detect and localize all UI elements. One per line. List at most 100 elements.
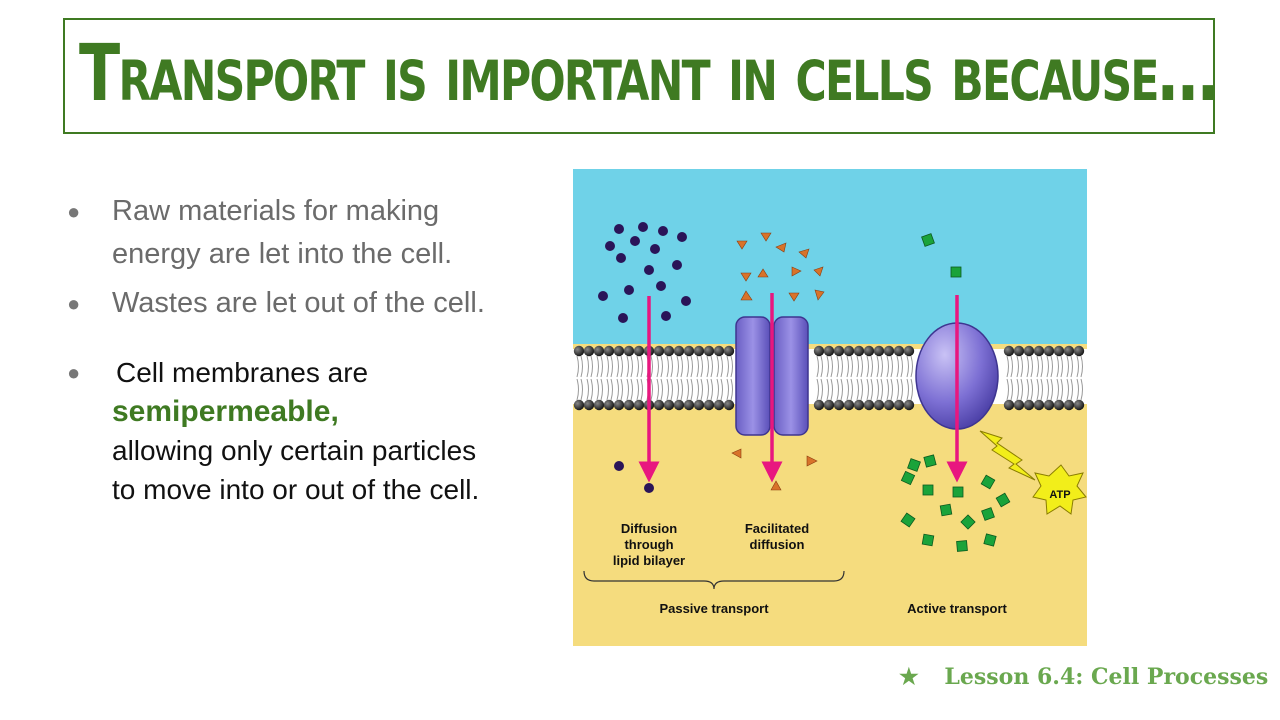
lipid-tail <box>1010 378 1013 401</box>
lipid-tail <box>686 378 689 401</box>
lipid-head <box>723 399 735 411</box>
lipid-tail <box>676 378 679 401</box>
lipid-head <box>833 345 845 357</box>
lipid-tail <box>590 355 593 378</box>
channel-protein <box>735 316 809 436</box>
lipid-tail <box>640 378 643 401</box>
lipid-tail <box>866 378 869 401</box>
lipid-tail <box>880 378 883 401</box>
lipid-tail <box>716 355 719 378</box>
lipid-head <box>693 345 705 357</box>
lipid-tail <box>656 378 659 401</box>
lipid-head <box>603 399 615 411</box>
lipid-tail <box>886 378 889 401</box>
lipid-tail <box>700 378 703 401</box>
lipid-head <box>893 399 905 411</box>
lipid-tail <box>610 355 613 378</box>
lipid-tail <box>826 355 829 378</box>
lipid-tail <box>1006 378 1009 401</box>
lipid-tail <box>1050 378 1053 401</box>
lipid-head <box>1063 399 1075 411</box>
lipid-tail <box>590 378 593 401</box>
lipid-tail <box>730 378 733 401</box>
lipid-tail <box>726 378 729 401</box>
lipid-head <box>1013 345 1025 357</box>
lipid-tail <box>820 355 823 378</box>
footer-lesson: ★ Lesson 6.4: Cell Processes <box>899 664 1268 690</box>
lipid-tail <box>606 355 609 378</box>
lipid-tail <box>696 378 699 401</box>
bullet-dot-icon: ● <box>67 360 81 385</box>
lipid-tail <box>596 355 599 378</box>
facilitated-label-line: Facilitated <box>745 521 809 536</box>
lipid-head <box>593 345 605 357</box>
lipid-tail <box>730 355 733 378</box>
lipid-tail <box>696 355 699 378</box>
lipid-head <box>1023 345 1035 357</box>
green-molecules <box>900 233 1011 552</box>
lipid-tail <box>660 378 663 401</box>
lipid-head <box>613 345 625 357</box>
slide-title: Transport is important in cells because… <box>79 29 1218 119</box>
diffusion-label-line: through <box>624 537 673 552</box>
lipid-head <box>713 345 725 357</box>
lipid-head <box>813 345 825 357</box>
lipid-tail <box>826 378 829 401</box>
lipid-tail <box>876 355 879 378</box>
lipid-tail <box>856 355 859 378</box>
lipid-head <box>1033 345 1045 357</box>
lipid-tail <box>586 355 589 378</box>
dark-molecules <box>598 222 691 493</box>
lipid-head <box>823 345 835 357</box>
lipid-head <box>1013 399 1025 411</box>
lipid-tail <box>1076 378 1079 401</box>
lipid-head <box>883 399 895 411</box>
active-transport-label: Active transport <box>907 601 1007 616</box>
bullet-text: allowing only certain particles to move … <box>112 435 480 505</box>
lipid-head <box>843 345 855 357</box>
lipid-head <box>903 399 915 411</box>
lipid-tail <box>1046 355 1049 378</box>
lipid-tails <box>576 355 1083 401</box>
lipid-head <box>853 345 865 357</box>
lipid-head <box>693 399 705 411</box>
orange-molecules <box>731 232 825 491</box>
lipid-tail <box>890 378 893 401</box>
lipid-tail <box>666 378 669 401</box>
lipid-tail <box>1040 355 1043 378</box>
lipid-head <box>673 399 685 411</box>
lipid-tail <box>850 355 853 378</box>
lipid-tail <box>626 355 629 378</box>
lipid-head <box>833 399 845 411</box>
bullet-text: Raw materials for making energy are let … <box>112 195 453 270</box>
lipid-tail <box>1056 378 1059 401</box>
lipid-tail <box>726 355 729 378</box>
lipid-tail <box>1050 355 1053 378</box>
lipid-tail <box>896 378 899 401</box>
bullet-dot-icon: ● <box>67 291 81 316</box>
lipid-tail <box>636 378 639 401</box>
lipid-head <box>873 345 885 357</box>
lipid-head <box>813 399 825 411</box>
lipid-tail <box>650 378 653 401</box>
bullet-list: ● Raw materials for making energy are le… <box>60 190 500 509</box>
lipid-tail <box>706 378 709 401</box>
lipid-tail <box>706 355 709 378</box>
lipid-tail <box>856 378 859 401</box>
lipid-tail <box>710 355 713 378</box>
lipid-tail <box>606 378 609 401</box>
lipid-head <box>1053 345 1065 357</box>
lipid-head <box>573 399 585 411</box>
transport-arrows <box>638 293 968 483</box>
lipid-tail <box>830 378 833 401</box>
bullet-item: ● Raw materials for making energy are le… <box>60 190 500 276</box>
lipid-tail <box>1006 355 1009 378</box>
lipid-tail <box>1060 355 1063 378</box>
lipid-tail <box>820 378 823 401</box>
lipid-tail <box>830 355 833 378</box>
lipid-tail <box>680 378 683 401</box>
extracellular-region <box>573 169 1087 344</box>
star-icon: ★ <box>899 664 919 690</box>
lipid-head <box>1073 399 1085 411</box>
lipid-head <box>663 399 675 411</box>
